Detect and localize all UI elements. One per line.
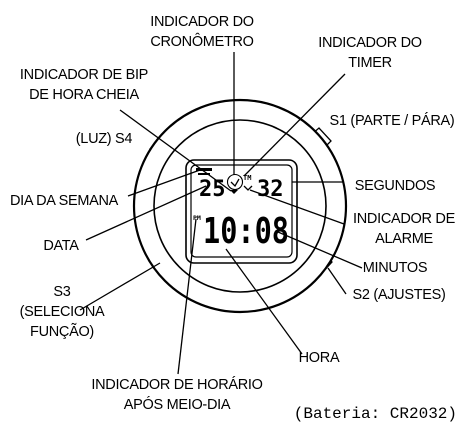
lcd-icon-cluster: TM: [226, 173, 253, 194]
label-s1: S1 (PARTE / PÁRA): [330, 112, 455, 129]
leader-lines: [79, 52, 363, 375]
chronograph-icon: [230, 178, 240, 188]
leader-bip: [119, 109, 232, 192]
leader-minutos: [277, 231, 363, 269]
leader-timer: [243, 73, 346, 177]
day-of-week-bar: [196, 168, 212, 171]
leader-hora: [225, 248, 303, 355]
label-s3: (SELECIONA: [20, 304, 105, 320]
leader-dia-semana: [127, 169, 201, 197]
lcd-pm-mark: PM: [193, 214, 201, 222]
leader-alarme: [249, 189, 345, 225]
leader-s2: [327, 267, 347, 295]
label-timer: TIMER: [348, 55, 392, 71]
timer-indicator-mark: TM: [243, 174, 251, 182]
label-bip: DE HORA CHEIA: [29, 87, 139, 103]
label-cronometro: CRONÔMETRO: [150, 33, 253, 50]
lcd-date-digits: 25: [199, 177, 226, 202]
hourly-chime-icon: [230, 190, 238, 194]
label-timer: INDICADOR DO: [318, 35, 422, 51]
label-alarme: ALARME: [375, 231, 433, 247]
leader-data: [85, 185, 207, 241]
label-cronometro: INDICADOR DO: [150, 14, 254, 30]
battery-footnote: (Bateria: CR2032): [294, 405, 457, 423]
chronograph-icon: [226, 173, 244, 191]
label-dia-semana: DIA DA SEMANA: [10, 193, 119, 209]
label-pm: INDICADOR DE HORÁRIO: [91, 376, 262, 393]
label-data: DATA: [43, 238, 79, 254]
label-minutos: MINUTOS: [363, 260, 428, 276]
label-alarme: INDICADOR DE: [353, 211, 456, 227]
watch-bezel: [153, 119, 327, 293]
leader-s3: [79, 262, 161, 311]
watch-body: TM 25 32 PM 10:08: [132, 98, 348, 314]
label-s4: (LUZ) S4: [76, 131, 133, 147]
label-bip: INDICADOR DE BIP: [20, 67, 148, 83]
lcd-inner: [190, 164, 293, 258]
label-s3: S3: [53, 284, 70, 300]
callout-labels: INDICADOR DO CRONÔMETRO INDICADOR DO TIM…: [10, 14, 457, 423]
alarm-icon: [243, 185, 253, 191]
label-segundos: SEGUNDOS: [355, 178, 436, 194]
lcd-seconds-digits: 32: [257, 177, 284, 202]
label-hora: HORA: [299, 350, 340, 366]
leader-pm: [177, 218, 197, 375]
label-pm: APÓS MEIO-DIA: [124, 396, 231, 413]
label-s3: FUNÇÃO): [30, 323, 94, 340]
day-of-week-bar: [198, 173, 210, 175]
label-s2: S2 (AJUSTES): [352, 287, 445, 303]
lcd-time-digits: 10:08: [203, 211, 289, 252]
